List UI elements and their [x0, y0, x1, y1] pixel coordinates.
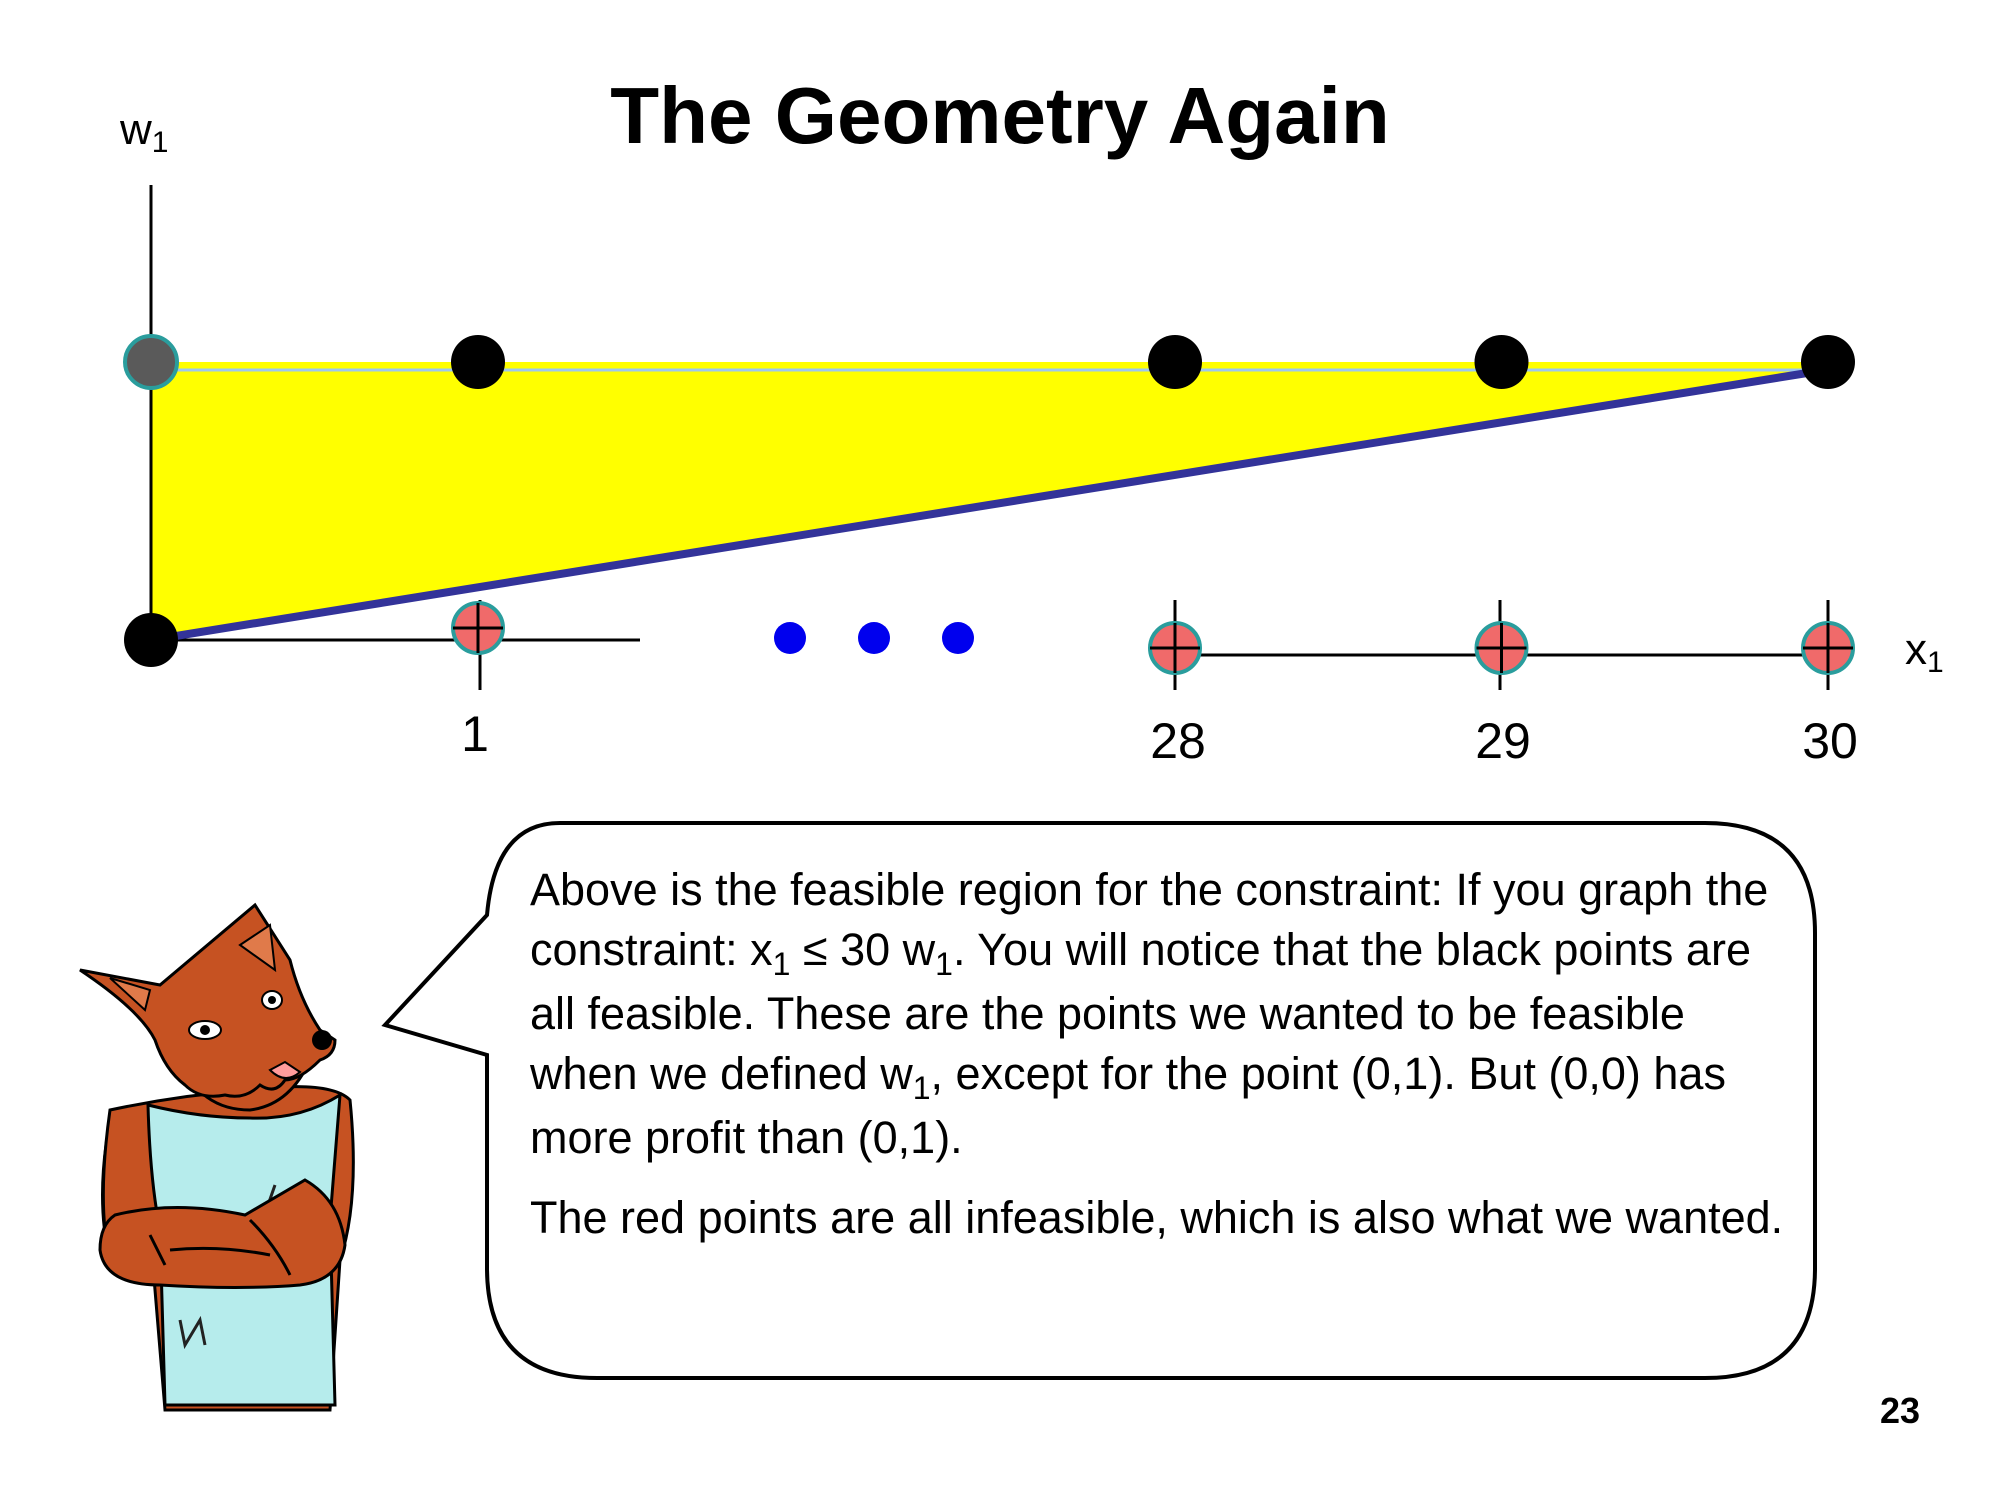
ellipsis-dot: [858, 622, 890, 654]
fox-nose: [312, 1030, 332, 1050]
x-axis-label-sub: 1: [1927, 646, 1944, 679]
slide-title: The Geometry Again: [610, 71, 1390, 160]
feasible-point: [1148, 335, 1202, 389]
y-axis-label-main: w: [120, 105, 152, 154]
fox-mouth: [268, 1060, 302, 1079]
tick-label-30: 30: [1802, 713, 1858, 769]
x-axis-label-main: x: [1905, 625, 1927, 674]
feasible-point: [451, 335, 505, 389]
x-axis-label: x1: [1905, 625, 1944, 679]
tick-label-29: 29: [1475, 713, 1531, 769]
subscript: 1: [935, 946, 953, 982]
feasible-point: [1801, 335, 1855, 389]
special-point-0-1: [123, 334, 179, 390]
fox-character: [79, 902, 355, 1412]
tick-label-1: 1: [461, 706, 489, 762]
bubble-text: Above is the feasible region for the con…: [530, 860, 1790, 1268]
ellipsis-dot: [942, 622, 974, 654]
bubble-text-part: . You will notice that the black points …: [530, 924, 1751, 1099]
points-layer: [123, 334, 1855, 675]
y-axis-label: w1: [120, 105, 168, 159]
subscript: 1: [912, 1070, 931, 1106]
bubble-paragraph-2: The red points are all infeasible, which…: [530, 1192, 1784, 1243]
ellipsis-dots: [774, 622, 974, 654]
constraint-line: [150, 366, 1827, 644]
fox-head: [79, 902, 337, 1098]
speech-bubble: [381, 821, 1817, 1380]
fox-ear-inner-left: [109, 977, 152, 1012]
fox-ear-inner: [238, 923, 277, 973]
tick-label-28: 28: [1150, 713, 1206, 769]
y-axis-label-sub: 1: [151, 126, 169, 159]
fox-arm-creases: [148, 1218, 292, 1276]
bubble-text-part: Above is the feasible region for the con…: [530, 864, 1769, 975]
fox-pupil-left: [200, 1025, 210, 1035]
bubble-paragraph-1: Above is the feasible region for the con…: [530, 860, 1790, 1168]
bubble-text-part: , except for the point (0,1). But (0,0) …: [530, 1048, 1726, 1163]
bubble-text-part: ≤ 30 w: [790, 924, 936, 975]
ellipsis-dot: [774, 622, 806, 654]
feasible-point: [124, 613, 178, 667]
fox-pupil-right: [268, 996, 276, 1004]
feasible-point: [1474, 335, 1529, 389]
page-number: 23: [1879, 1390, 1920, 1431]
subscript: 1: [772, 946, 791, 982]
